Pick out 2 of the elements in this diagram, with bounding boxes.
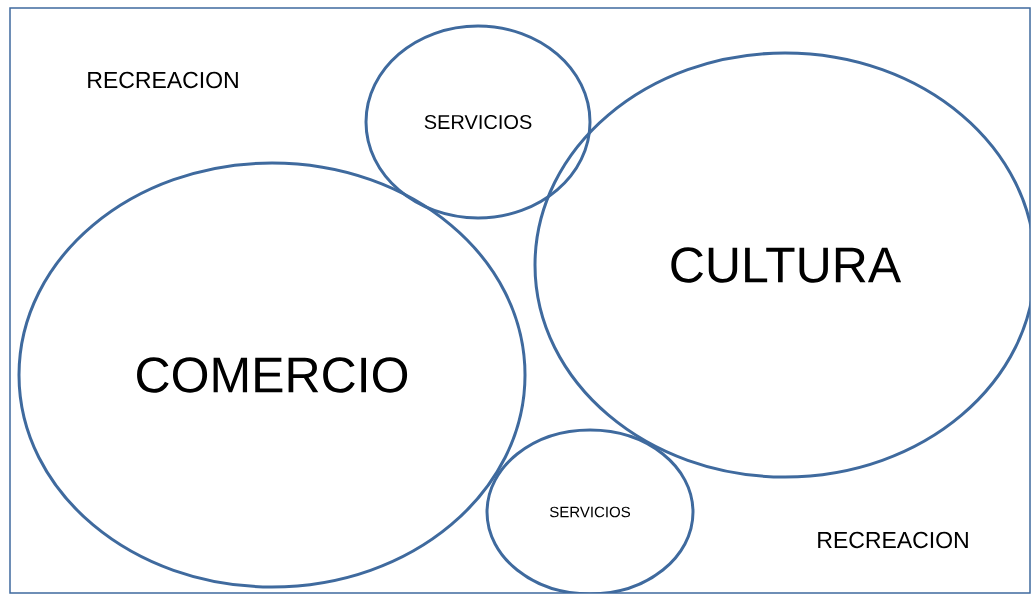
- area-label: RECREACION: [818, 531, 968, 549]
- area-label: RECREACION: [88, 71, 238, 89]
